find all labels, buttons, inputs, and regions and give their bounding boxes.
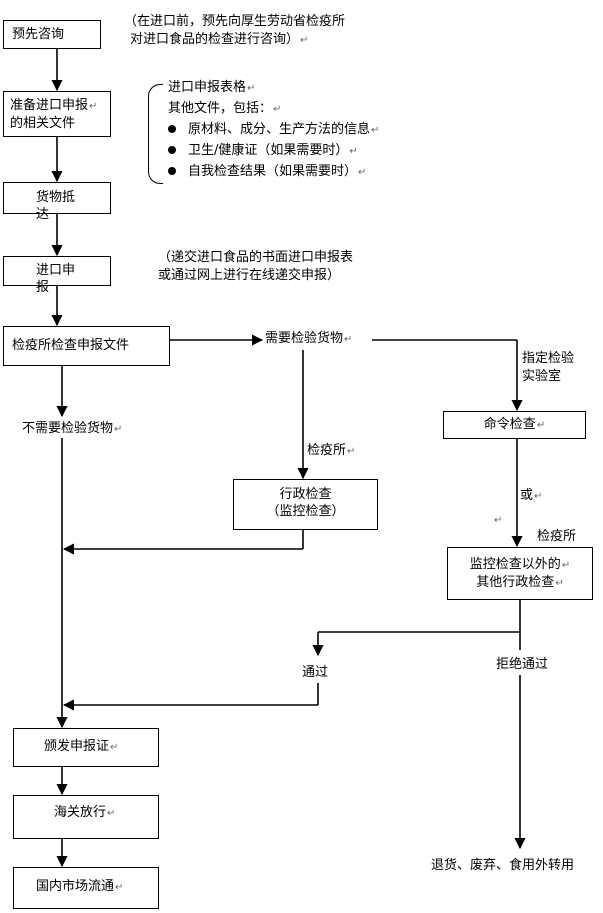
node-customs: 海关放行↵ [13, 795, 159, 839]
note-declare: （递交进口食品的书面进口申报表 或通过网上进行在线递交申报） [158, 250, 354, 283]
node-admin-inspection: 行政检查 （监控检查） [233, 479, 378, 530]
note-consult: （在进口前，预先向厚生劳动省检疫所 对进口食品的检查进行咨询）↵ [124, 14, 346, 47]
node-arrival: 货物抵达 [3, 182, 111, 222]
label-return-mark: ↵ [494, 515, 503, 526]
note-docs: 进口申报表格↵ 其他文件，包括：↵ 原材料、成分、生产方法的信息↵ 卫生/健康证… [168, 79, 379, 182]
node-prepare-docs: 准备进口申报↵ 的相关文件 [3, 91, 111, 137]
label-designated-lab: 指定检验 实验室 [522, 351, 575, 384]
node-quarantine-check: 检疫所检查申报文件 [3, 326, 170, 366]
bullet-icon [168, 166, 176, 175]
node-market: 国内市场流通↵ [13, 867, 159, 909]
docs-item: 自我检查结果（如果需要时）↵ [168, 163, 379, 182]
node-need-inspection: 需要检验货物↵ [265, 331, 353, 346]
node-declare: 进口申报 [3, 256, 111, 295]
bullet-icon [168, 145, 176, 154]
label-or: 或↵ [520, 488, 543, 503]
node-order-inspection: 命令检查↵ [443, 411, 586, 439]
label-pass: 通过 [302, 665, 329, 680]
label-quarantine-b: 检疫所 [537, 529, 577, 544]
docs-brace [148, 84, 163, 184]
node-other-admin-inspection: 监控检查以外的↵ 其他行政检查↵ [447, 547, 593, 600]
arrows [51, 48, 526, 868]
docs-item: 原材料、成分、生产方法的信息↵ [168, 121, 379, 140]
label-reject: 拒绝通过 [496, 657, 549, 672]
node-no-inspection: 不需要检验货物↵ [22, 421, 123, 436]
node-reject-result: 退货、废弃、食用外转用 [431, 858, 575, 873]
docs-item: 卫生/健康证（如果需要时）↵ [168, 142, 379, 161]
label-quarantine-a: 检疫所↵ [307, 443, 356, 458]
node-issue-cert: 颁发申报证↵ [13, 728, 159, 767]
node-consult: 预先咨询 [3, 20, 101, 49]
bullet-icon [168, 124, 176, 133]
